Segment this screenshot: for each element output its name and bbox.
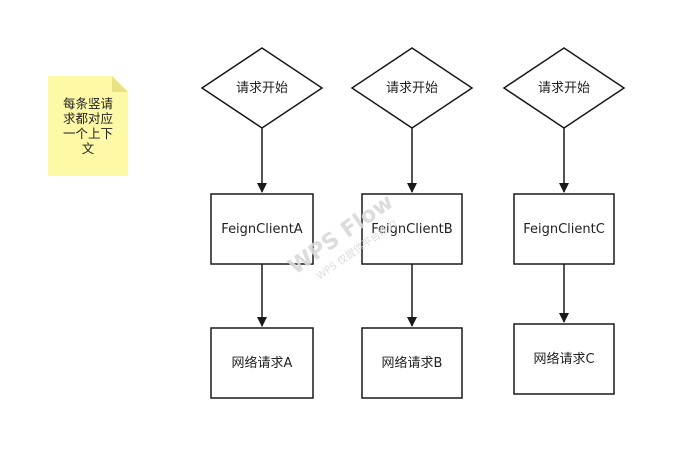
sticky-note: 每条竖请 求都对应 一个上下 文 <box>48 76 128 176</box>
request-label-b: 网络请求B <box>382 355 443 371</box>
client-label-b: FeignClientB <box>371 222 452 237</box>
client-label-c: FeignClientC <box>523 222 605 237</box>
start-label-a: 请求开始 <box>236 81 288 96</box>
request-label-c: 网络请求C <box>533 351 594 367</box>
request-box-a[interactable] <box>210 327 314 399</box>
sticky-note-body <box>48 76 128 176</box>
client-box-c[interactable] <box>513 193 615 265</box>
sticky-note-fold <box>112 76 128 92</box>
flow-column-a: 请求开始 FeignClientA 网络请求A <box>200 47 324 399</box>
request-box-c[interactable] <box>513 323 615 395</box>
client-label-a: FeignClientA <box>221 222 303 237</box>
client-box-a[interactable] <box>210 193 314 265</box>
note-line-3: 一个上下 <box>63 126 113 141</box>
note-line-1: 每条竖请 <box>63 96 113 111</box>
flow-column-c: 请求开始 FeignClientC 网络请求C <box>502 47 626 395</box>
request-box-b[interactable] <box>361 327 463 399</box>
note-line-4: 文 <box>82 141 95 156</box>
request-label-a: 网络请求A <box>232 355 293 371</box>
note-line-2: 求都对应 <box>63 111 113 126</box>
flow-column-b: 请求开始 FeignClientB 网络请求B <box>350 47 474 399</box>
start-label-c: 请求开始 <box>538 81 590 96</box>
start-label-b: 请求开始 <box>386 81 438 96</box>
